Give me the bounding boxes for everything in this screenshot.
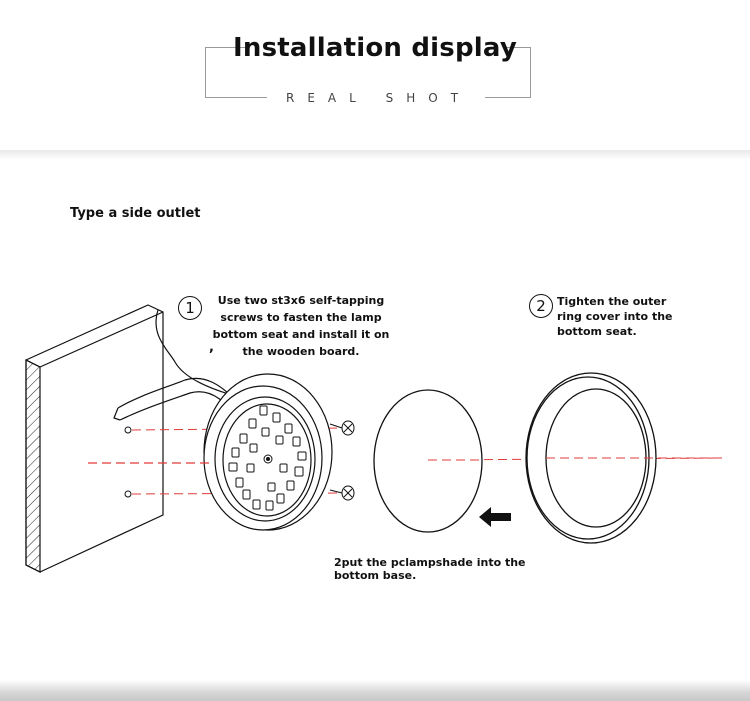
wooden-board (25, 304, 164, 573)
step-1-line: Use two st3x6 self-tapping (217, 294, 385, 307)
header: Installation display REAL SHOT (0, 0, 750, 150)
lampshade-line: 2put the pclampshade into the (334, 556, 526, 569)
lampshade-line: bottom base. (334, 569, 417, 582)
step-1-line: screws to fasten the lamp (220, 311, 382, 324)
page-title: Installation display (233, 33, 517, 63)
screw-bottom (329, 485, 355, 501)
mounting-hole-top (124, 426, 132, 434)
frame-top-left (205, 47, 247, 48)
section-label: Type a side outlet (70, 206, 201, 221)
frame-right (530, 47, 531, 98)
frame-bottom-left (205, 97, 267, 98)
frame-left (205, 47, 206, 98)
step-number-1: 1 (178, 296, 202, 320)
step-2-line: bottom seat. (557, 325, 637, 338)
footer-band (0, 680, 750, 701)
step-1-line: the wooden board. (242, 345, 360, 358)
step-2-instruction: Tighten the outer ring cover into the bo… (557, 294, 697, 339)
page-subtitle: REAL SHOT (286, 91, 472, 105)
lampshade-instruction: 2put the pclampshade into the bottom bas… (334, 556, 534, 582)
step-1-instruction: Use two st3x6 self-tapping screws to fas… (206, 292, 396, 360)
screw-top (329, 420, 355, 436)
led-chips (228, 405, 307, 511)
lampshade-disc (373, 389, 483, 533)
direction-arrow (479, 507, 511, 527)
step-2-line: ring cover into the (557, 310, 673, 323)
stray-comma: , (209, 340, 214, 355)
section-divider (0, 150, 750, 160)
step-1-line: bottom seat and install it on (212, 328, 390, 341)
step-2-line: Tighten the outer (557, 295, 667, 308)
frame-bottom-right (485, 97, 531, 98)
frame-top-right (505, 47, 531, 48)
step-number-2: 2 (529, 294, 553, 318)
mounting-hole-bottom (124, 490, 132, 498)
